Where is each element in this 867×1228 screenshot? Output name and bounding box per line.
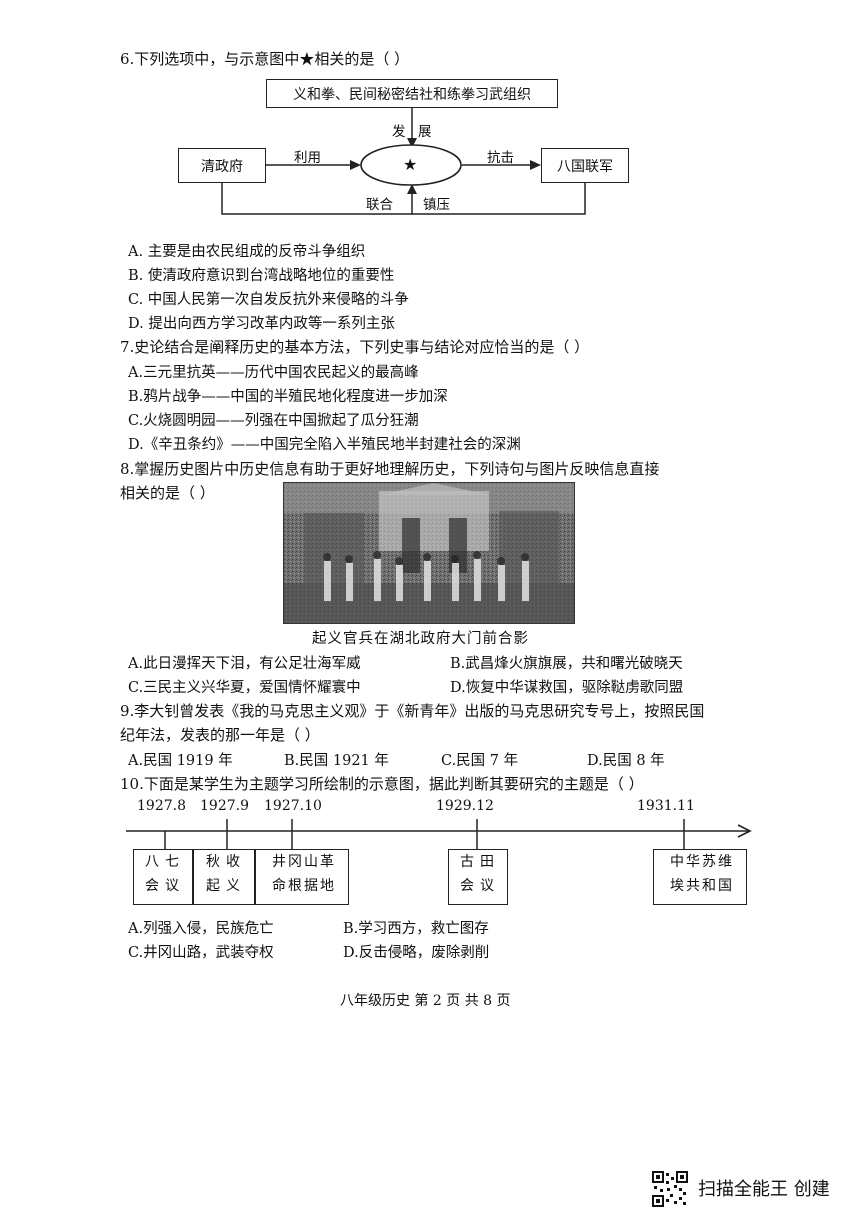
event-1-line1: 八七 bbox=[145, 854, 185, 870]
q9-stem-line2: 纪年法，发表的那一年是（ ） bbox=[120, 726, 320, 744]
diagram-star-icon: ★ bbox=[403, 155, 418, 174]
q10-option-c: C.井冈山路，武装夺权 bbox=[128, 945, 274, 961]
timeline-event-chinese-soviet-republic: 中华苏维 埃共和国 bbox=[653, 849, 747, 905]
q6-stem: 6.下列选项中，与示意图中★相关的是（ ） bbox=[120, 50, 410, 68]
q10-option-b: B.学习西方，救亡图存 bbox=[343, 921, 489, 937]
diagram-eight-nation-box: 八国联军 bbox=[541, 148, 629, 183]
q7-option-d: D.《辛丑条约》——中国完全陷入半殖民地半封建社会的深渊 bbox=[128, 437, 521, 453]
timeline-event-august-seventh-meeting: 八七 会议 bbox=[133, 849, 193, 905]
q10-option-a: A.列强入侵，民族危亡 bbox=[128, 921, 274, 937]
q6-option-a: A. 主要是由农民组成的反帝斗争组织 bbox=[128, 244, 366, 260]
q7-option-b: B.鸦片战争——中国的半殖民地化程度进一步加深 bbox=[128, 389, 448, 405]
timeline-event-jinggangshan-base: 井冈山革 命根据地 bbox=[255, 849, 349, 905]
diagram-label-ally: 联合 bbox=[366, 197, 393, 213]
timeline-date-3: 1927.10 bbox=[264, 798, 322, 814]
q8-stem-line2: 相关的是（ ） bbox=[120, 484, 215, 502]
q8-option-c: C.三民主义兴华夏，爱国情怀耀寰中 bbox=[128, 680, 361, 696]
diagram-label-use: 利用 bbox=[294, 150, 321, 166]
q6-diagram-lines bbox=[221, 106, 586, 215]
event-2-line1: 秋收 bbox=[206, 854, 246, 870]
diagram-label-develop-2: 展 bbox=[418, 124, 432, 140]
qr-code-icon bbox=[652, 1171, 688, 1207]
diagram-top-box: 义和拳、民间秘密结社和练拳习武组织 bbox=[266, 79, 558, 108]
event-5-line2: 埃共和国 bbox=[670, 878, 734, 894]
diagram-label-resist: 抗击 bbox=[487, 150, 514, 166]
q10-stem: 10.下面是某学生为主题学习所绘制的示意图，据此判断其要研究的主题是（ ） bbox=[120, 775, 644, 793]
photo-caption: 起义官兵在湖北政府大门前合影 bbox=[312, 631, 529, 647]
event-4-line2: 会议 bbox=[460, 878, 500, 894]
q7-option-a: A.三元里抗英——历代中国农民起义的最高峰 bbox=[128, 365, 419, 381]
page-footer: 八年级历史 第 2 页 共 8 页 bbox=[340, 993, 511, 1009]
diagram-label-suppress: 镇压 bbox=[423, 197, 450, 213]
timeline-date-2: 1927.9 bbox=[200, 798, 249, 814]
timeline-date-4: 1929.12 bbox=[436, 798, 494, 814]
q10-option-d: D.反击侵略，废除剥削 bbox=[343, 945, 490, 961]
q6-option-d: D. 提出向西方学习改革内政等一系列主张 bbox=[128, 316, 395, 332]
q7-option-c: C.火烧圆明园——列强在中国掀起了瓜分狂潮 bbox=[128, 413, 419, 429]
timeline-date-5: 1931.11 bbox=[637, 798, 695, 814]
event-3-line1: 井冈山革 bbox=[272, 854, 336, 870]
timeline-axis bbox=[126, 819, 752, 849]
q9-stem-line1: 9.李大钊曾发表《我的马克思主义观》于《新青年》出版的马克思研究专号上，按照民国 bbox=[120, 702, 705, 720]
q8-option-d: D.恢复中华谋救国，驱除鞑虏歌同盟 bbox=[450, 680, 684, 696]
event-2-line2: 起义 bbox=[206, 878, 246, 894]
q8-option-a: A.此日漫挥天下泪，有公足壮海军威 bbox=[128, 656, 361, 672]
photo-illustration bbox=[284, 483, 574, 623]
uprising-soldiers-photo bbox=[283, 482, 575, 624]
q9-option-a: A.民国 1919 年 bbox=[128, 753, 233, 769]
timeline-event-gutian-meeting: 古田 会议 bbox=[448, 849, 508, 905]
event-3-line2: 命根据地 bbox=[272, 878, 336, 894]
q8-option-b: B.武昌烽火旗旗展，共和曙光破晓天 bbox=[450, 656, 683, 672]
q9-option-b: B.民国 1921 年 bbox=[284, 753, 389, 769]
q9-option-c: C.民国 7 年 bbox=[441, 753, 519, 769]
event-1-line2: 会议 bbox=[145, 878, 185, 894]
q6-option-b: B. 使清政府意识到台湾战略地位的重要性 bbox=[128, 268, 395, 284]
event-5-line1: 中华苏维 bbox=[670, 854, 734, 870]
q7-stem: 7.史论结合是阐释历史的基本方法，下列史事与结论对应恰当的是（ ） bbox=[120, 338, 590, 356]
q6-option-c: C. 中国人民第一次自发反抗外来侵略的斗争 bbox=[128, 292, 409, 308]
scanner-watermark: 扫描全能王 创建 bbox=[698, 1179, 830, 1200]
q9-option-d: D.民国 8 年 bbox=[587, 753, 665, 769]
diagram-label-develop-1: 发 bbox=[392, 124, 406, 140]
q8-stem-line1: 8.掌握历史图片中历史信息有助于更好地理解历史，下列诗句与图片反映信息直接 bbox=[120, 460, 660, 478]
timeline-date-1: 1927.8 bbox=[137, 798, 186, 814]
diagram-qing-government-box: 清政府 bbox=[178, 148, 266, 183]
event-4-line1: 古田 bbox=[460, 854, 500, 870]
timeline-event-autumn-harvest-uprising: 秋收 起义 bbox=[193, 849, 255, 905]
